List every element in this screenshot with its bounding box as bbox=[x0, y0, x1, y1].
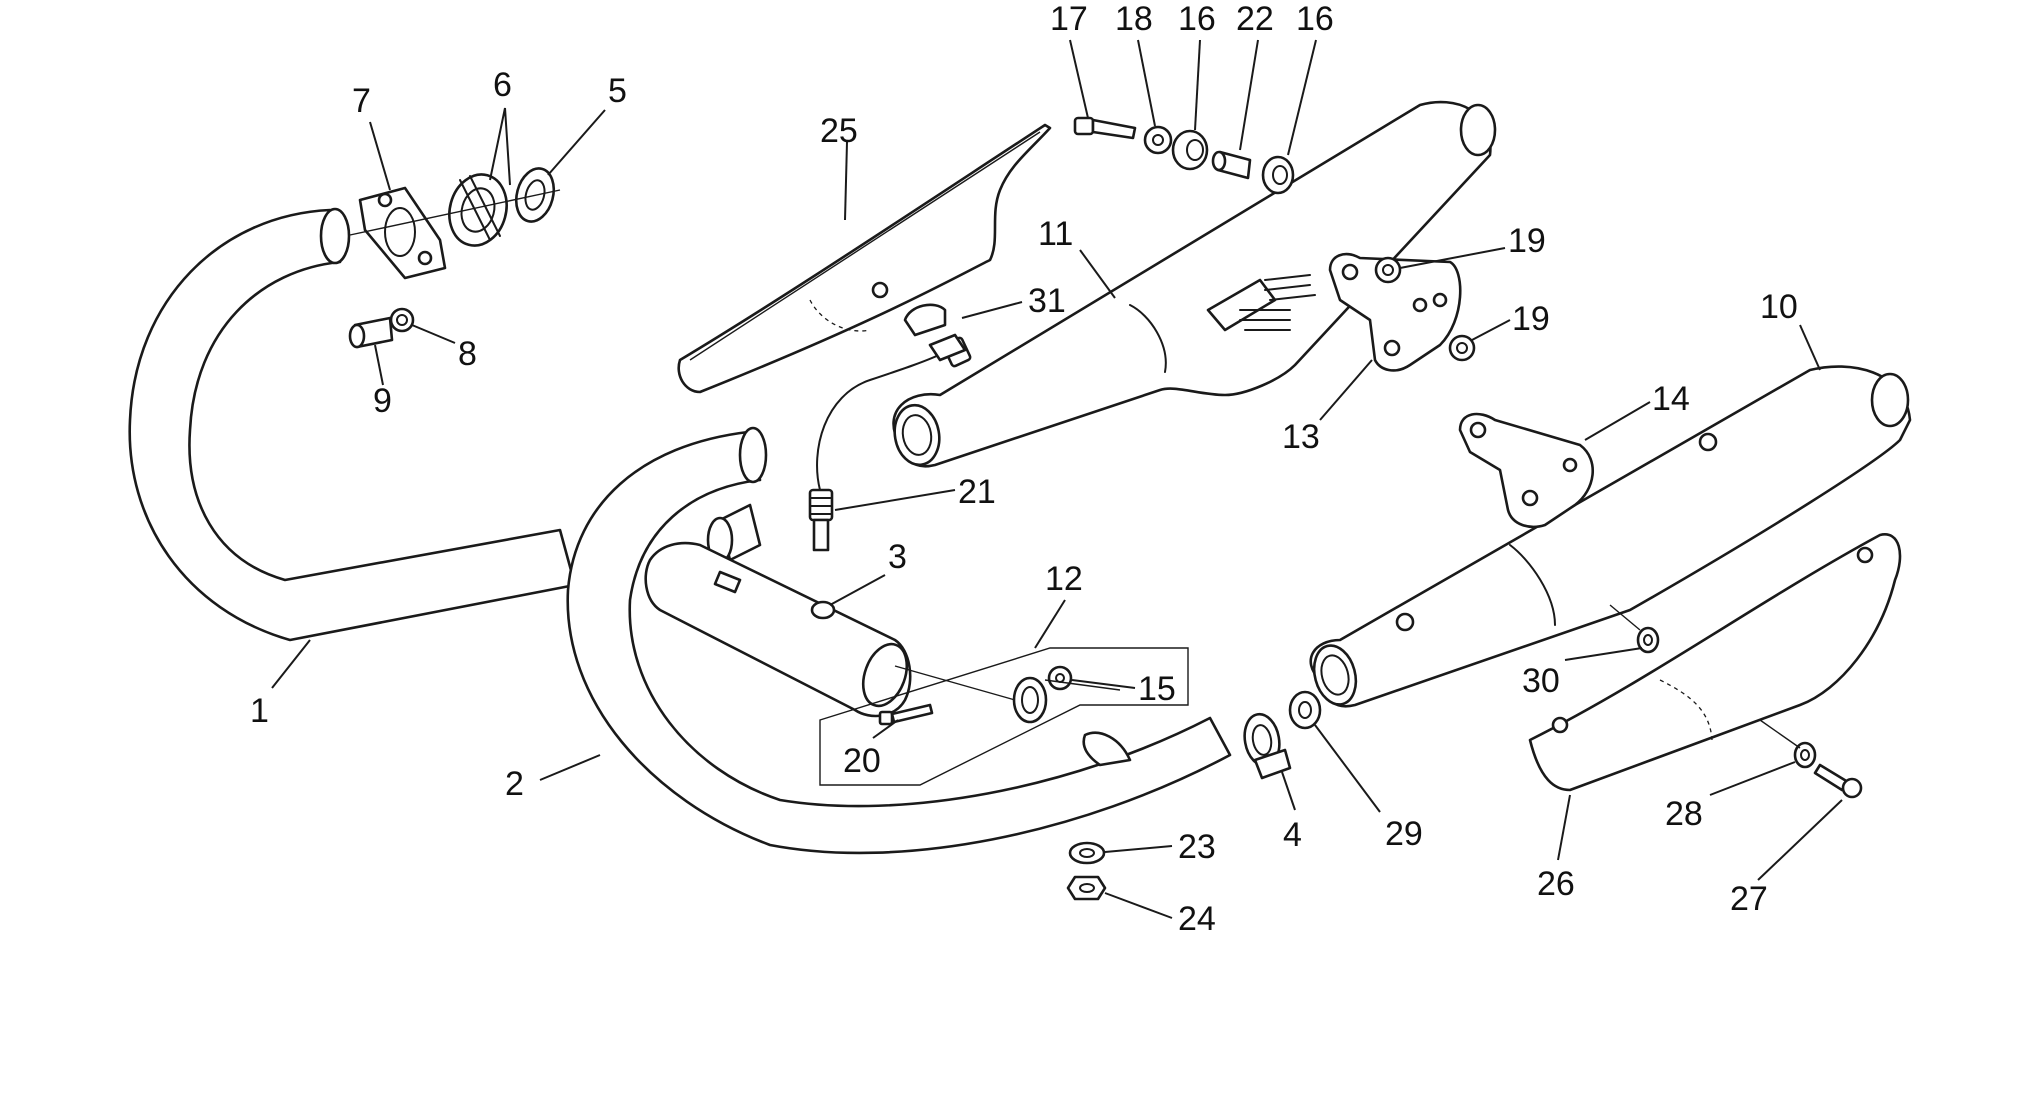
nut-8 bbox=[389, 307, 415, 333]
callout-16b: 16 bbox=[1296, 0, 1334, 38]
washer-30 bbox=[1609, 604, 1660, 654]
callout-19b: 19 bbox=[1512, 300, 1550, 338]
callout-27: 27 bbox=[1730, 880, 1768, 918]
callout-26: 26 bbox=[1537, 865, 1575, 903]
callout-31: 31 bbox=[1028, 282, 1066, 320]
callout-15: 15 bbox=[1138, 670, 1176, 708]
callout-10: 10 bbox=[1760, 288, 1798, 326]
nut-15 bbox=[1047, 665, 1073, 691]
callout-20: 20 bbox=[843, 742, 881, 780]
nut-19b bbox=[1448, 334, 1476, 362]
bolt-17 bbox=[1073, 116, 1137, 140]
clamp-ring bbox=[1012, 676, 1048, 724]
callout-11: 11 bbox=[1038, 215, 1073, 253]
rubber-bush-16b bbox=[1261, 155, 1295, 195]
screw-27 bbox=[1759, 719, 1863, 799]
exhaust-pipe-2 bbox=[566, 426, 1232, 855]
leader-lines bbox=[271, 39, 1843, 919]
nut-19a bbox=[1374, 256, 1402, 284]
exhaust-pipe-1 bbox=[128, 207, 577, 642]
callout-21: 21 bbox=[958, 473, 996, 511]
callout-19a: 19 bbox=[1508, 222, 1546, 260]
callout-22: 22 bbox=[1236, 0, 1274, 38]
clamp-4 bbox=[1243, 712, 1292, 780]
callout-labels: 1 2 3 4 5 6 7 8 9 10 11 12 13 14 15 16 1… bbox=[250, 0, 1798, 938]
callout-13: 13 bbox=[1282, 418, 1320, 456]
rubber-bush-16a bbox=[1171, 129, 1209, 171]
catalyst-canister-3 bbox=[644, 541, 912, 718]
callout-24: 24 bbox=[1178, 900, 1216, 938]
callout-30: 30 bbox=[1522, 662, 1560, 700]
callout-6: 6 bbox=[493, 66, 512, 104]
callout-17: 17 bbox=[1050, 0, 1088, 38]
flange-axis bbox=[349, 189, 561, 236]
callout-29: 29 bbox=[1385, 815, 1423, 853]
callout-12: 12 bbox=[1045, 560, 1083, 598]
bracket-14 bbox=[1458, 412, 1595, 529]
washer-28 bbox=[1793, 741, 1817, 769]
stud-pair bbox=[1239, 274, 1316, 331]
spacer-22 bbox=[1211, 150, 1252, 180]
silencer-11 bbox=[892, 100, 1497, 468]
silencer-10 bbox=[1309, 365, 1912, 708]
clamp-kit-12 bbox=[819, 647, 1189, 786]
washer-18 bbox=[1143, 125, 1173, 155]
flange-7 bbox=[358, 186, 447, 280]
callout-2: 2 bbox=[505, 765, 524, 803]
callout-18: 18 bbox=[1115, 0, 1153, 38]
callout-5: 5 bbox=[608, 72, 627, 110]
callout-25: 25 bbox=[820, 112, 858, 150]
callout-14: 14 bbox=[1652, 380, 1690, 418]
callout-8: 8 bbox=[458, 335, 477, 373]
callout-4: 4 bbox=[1283, 816, 1302, 854]
split-collets-6 bbox=[448, 173, 508, 247]
callout-28: 28 bbox=[1665, 795, 1703, 833]
washer-23 bbox=[1068, 841, 1106, 865]
callout-3: 3 bbox=[888, 538, 907, 576]
callout-7: 7 bbox=[352, 82, 371, 120]
callout-23: 23 bbox=[1178, 828, 1216, 866]
heat-shield-25 bbox=[677, 123, 1052, 394]
bracket-13 bbox=[1206, 253, 1462, 372]
nut-24 bbox=[1066, 875, 1107, 901]
callout-9: 9 bbox=[373, 382, 392, 420]
callout-16a: 16 bbox=[1178, 0, 1216, 38]
callout-1: 1 bbox=[250, 692, 269, 730]
gasket-29 bbox=[1288, 690, 1322, 730]
cable-clip-31 bbox=[903, 303, 967, 362]
bolt-20 bbox=[878, 703, 934, 726]
heat-shield-26 bbox=[1528, 533, 1902, 792]
spacer-9 bbox=[348, 316, 394, 349]
